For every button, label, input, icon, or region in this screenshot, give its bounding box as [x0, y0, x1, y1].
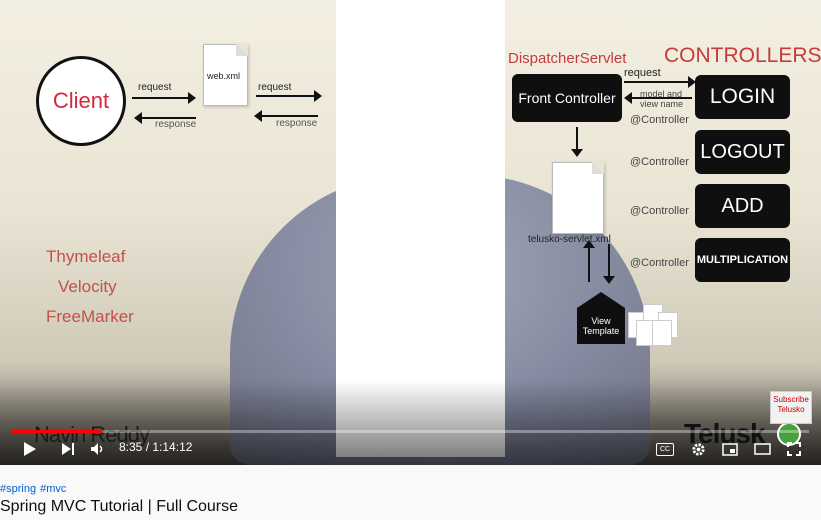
video-info — [0, 465, 821, 520]
controller-logout: LOGOUT — [695, 130, 790, 174]
front-controller-label: Front Controller — [518, 90, 616, 106]
controller-add: ADD — [695, 184, 790, 228]
request-label: request — [138, 82, 172, 93]
mute-button[interactable] — [88, 438, 108, 460]
play-icon — [24, 442, 36, 456]
view-template-label: View Template — [582, 316, 620, 336]
fc-request-label: request — [624, 67, 661, 79]
video-title: Spring MVC Tutorial | Full Course — [0, 498, 239, 515]
controllers-title: CONTROLLERS — [664, 44, 821, 67]
gear-icon — [691, 442, 705, 456]
controller-login: LOGIN — [695, 75, 790, 119]
annotation-login: @Controller — [630, 114, 689, 126]
time-current: 8:35 — [119, 440, 143, 454]
servlet-xml-label: telusko-servlet.xml — [528, 234, 611, 245]
controller-multiplication: MULTIPLICATION — [695, 238, 790, 282]
controller-login-label: LOGIN — [709, 85, 776, 108]
response-arrow-2 — [254, 110, 318, 122]
hashtag-list: #spring#mvc — [0, 483, 70, 495]
engine-thymeleaf: Thymeleaf — [46, 247, 126, 266]
subscribe-badge[interactable]: Subscribe Telusko — [770, 391, 812, 424]
response-label: response — [155, 119, 197, 130]
webxml-label: web.xml — [207, 71, 241, 81]
volume-icon — [91, 443, 103, 455]
servlet-xml-document-icon — [552, 162, 604, 234]
controls-gradient — [0, 380, 821, 465]
view-down-arrow — [603, 244, 615, 284]
controller-multiplication-label: MULTIPLICATION — [696, 254, 789, 266]
fullscreen-button[interactable] — [784, 438, 804, 460]
theater-icon — [753, 443, 771, 455]
response-label-2: response — [276, 118, 318, 129]
client-label: Client — [52, 88, 110, 113]
next-button[interactable] — [58, 438, 78, 460]
annotation-logout: @Controller — [630, 156, 689, 168]
fullscreen-icon — [787, 442, 801, 456]
webxml-document-icon: web.xml — [203, 44, 248, 106]
engine-velocity: Velocity — [58, 277, 117, 296]
view-up-arrow — [583, 240, 595, 282]
engine-freemarker: FreeMarker — [46, 307, 134, 326]
model-view-label: model and view name — [640, 89, 684, 109]
client-node: Client — [36, 56, 126, 146]
request-arrow — [132, 92, 196, 104]
time-separator: / — [142, 440, 153, 454]
time-display: 8:35 / 1:14:12 — [119, 440, 192, 454]
request-arrow-2 — [256, 90, 322, 102]
front-controller-block: Front Controller — [512, 74, 622, 122]
presenter-watermark: Navin Reddy — [34, 422, 150, 447]
captions-button[interactable]: CC — [656, 443, 674, 456]
request-label-2: request — [258, 82, 292, 93]
miniplayer-icon — [722, 442, 738, 456]
controller-logout-label: LOGOUT — [700, 140, 785, 163]
view-template-block: View Template — [577, 292, 625, 344]
fc-request-arrow — [624, 76, 696, 88]
theater-mode-button[interactable] — [752, 438, 772, 460]
video-player[interactable]: Client request response web.xml request … — [0, 0, 821, 465]
response-arrow — [134, 112, 196, 124]
annotation-multiplication: @Controller — [630, 257, 689, 269]
miniplayer-button[interactable] — [720, 438, 740, 460]
progress-played — [12, 430, 102, 433]
hashtag-link[interactable]: #mvc — [40, 483, 67, 495]
annotation-add: @Controller — [630, 205, 689, 217]
hashtag-link[interactable]: #spring — [0, 483, 37, 495]
play-button[interactable] — [20, 438, 40, 460]
progress-bar[interactable] — [12, 430, 809, 433]
fc-response-arrow — [624, 92, 692, 104]
cc-label: CC — [659, 446, 671, 453]
skip-next-icon — [62, 443, 74, 455]
time-total: 1:14:12 — [152, 440, 193, 454]
settings-button[interactable] — [688, 438, 708, 460]
pages-stack-icon — [628, 300, 678, 346]
controller-add-label: ADD — [721, 194, 764, 217]
fc-to-servlet-arrow — [571, 127, 583, 157]
dispatcher-title: DispatcherServlet — [508, 50, 627, 67]
